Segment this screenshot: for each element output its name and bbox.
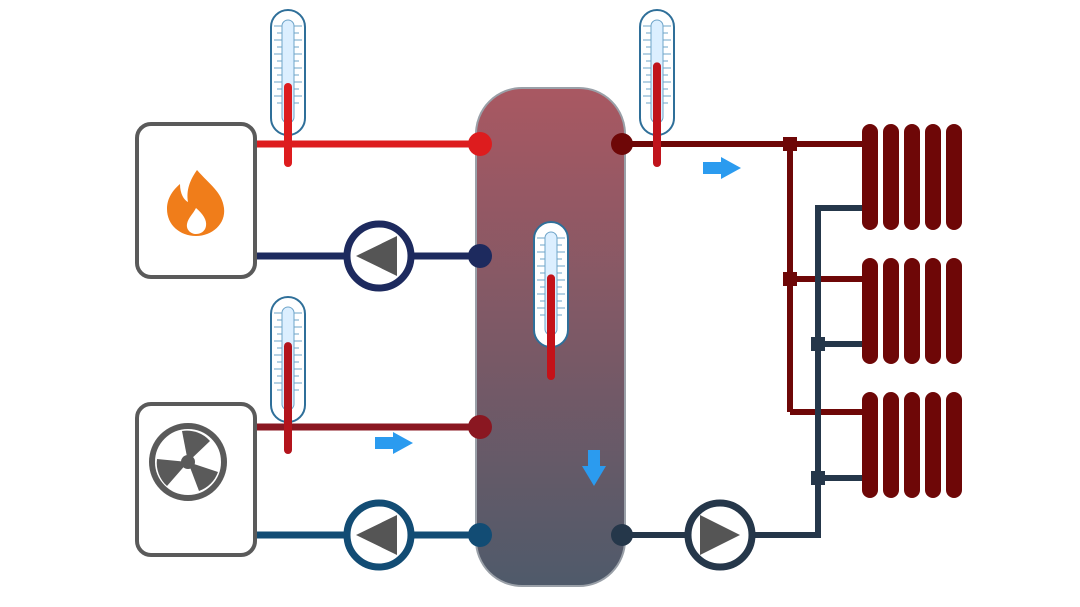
fan-icon <box>149 423 227 501</box>
flame-icon <box>167 170 225 236</box>
heating-return-pipes <box>622 205 870 538</box>
flow-arrow-tank-downward <box>582 450 606 486</box>
heat-pump-circulation-pump <box>343 499 415 571</box>
thermometer-heating-supply <box>639 9 675 167</box>
flow-arrow-heating-supply <box>703 157 741 179</box>
thermometer-heat-pump-supply <box>270 296 306 454</box>
thermometer-boiler-supply <box>270 9 306 167</box>
flow-arrow-heat-pump-supply <box>375 432 413 454</box>
radiator-3 <box>862 392 962 498</box>
tank-connections <box>468 132 633 547</box>
heating-supply-pipes <box>622 141 870 415</box>
thermometer-tank <box>533 221 569 380</box>
heat-pump <box>135 402 257 557</box>
boiler-circulation-pump <box>343 220 415 292</box>
thermometers <box>270 9 675 454</box>
radiator-2 <box>862 258 962 364</box>
pipe-junctions <box>783 137 825 485</box>
boiler <box>135 122 257 279</box>
pump-icon <box>356 236 397 276</box>
radiator-1 <box>862 124 962 230</box>
pump-icon <box>700 515 740 555</box>
heating-circuit-pump <box>684 499 756 571</box>
pump-icon <box>356 515 397 555</box>
